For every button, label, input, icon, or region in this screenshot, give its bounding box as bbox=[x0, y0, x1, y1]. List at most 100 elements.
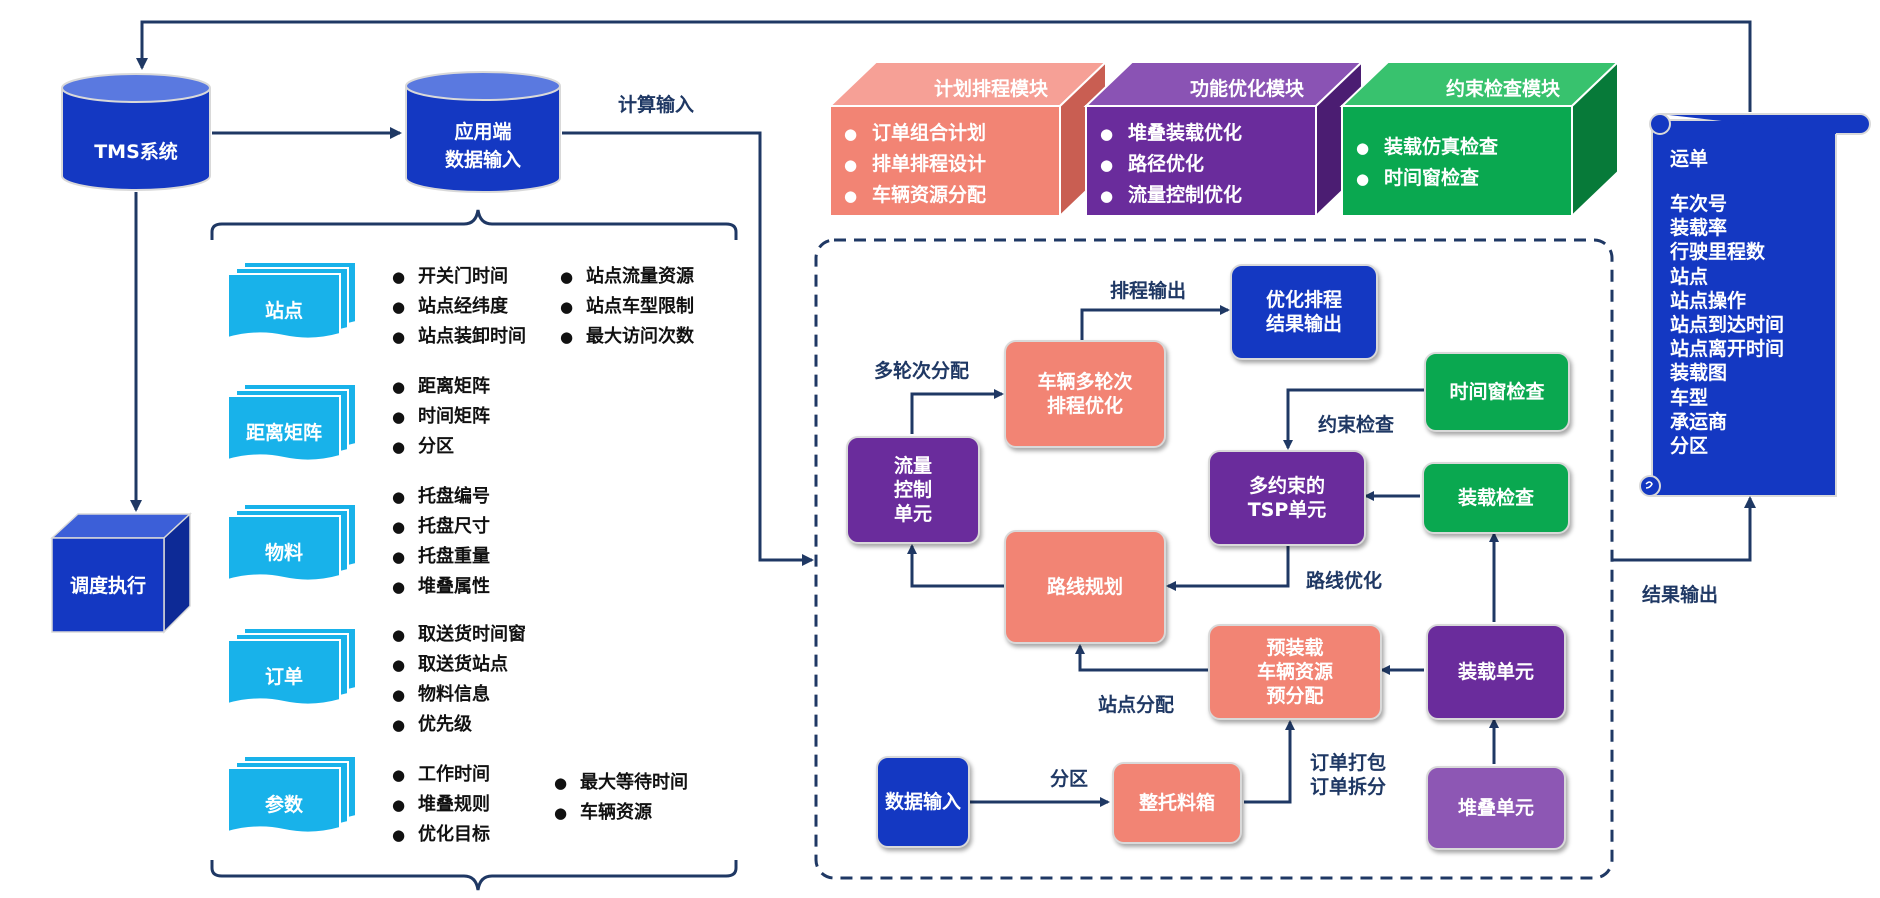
list-item: 车次号 bbox=[1670, 193, 1728, 215]
node-load-unit: 装载单元 bbox=[1426, 624, 1566, 720]
list-item: 物料信息 bbox=[392, 680, 526, 710]
doc-stack-distance bbox=[227, 383, 357, 462]
module-list-opt: 堆叠装载优化 路径优化 流量控制优化 bbox=[1100, 118, 1242, 211]
edge-label-order-split: 订单拆分 bbox=[1310, 776, 1387, 798]
edge-preload-to-route bbox=[1075, 644, 1208, 672]
list-item: 承运商 bbox=[1670, 410, 1728, 433]
edge-label-zone: 分区 bbox=[1050, 768, 1089, 790]
node-opt-result-l1: 优化排程 bbox=[1265, 289, 1342, 311]
doc-label-sites: 站点 bbox=[264, 300, 303, 322]
node-opt-result: 优化排程 结果输出 bbox=[1230, 264, 1378, 360]
edge-label-multi-round-assign: 多轮次分配 bbox=[874, 360, 970, 382]
edge-tsp-to-route bbox=[1166, 546, 1290, 591]
list-item: 装载率 bbox=[1670, 217, 1728, 240]
node-opt-result-l2: 结果输出 bbox=[1265, 313, 1342, 335]
app-input-label: 应用端 数据输入 bbox=[406, 118, 560, 174]
node-preload-l1: 预装载 bbox=[1266, 637, 1324, 659]
calc-input-label: 计算输入 bbox=[618, 94, 695, 116]
list-item: 最大等待时间 bbox=[554, 768, 688, 798]
sites-list-a: 开关门时间 站点经纬度 站点装卸时间 bbox=[392, 262, 526, 352]
params-list-a: 工作时间 堆叠规则 优化目标 bbox=[392, 760, 490, 850]
node-stack-unit: 堆叠单元 bbox=[1426, 766, 1566, 850]
module-title-plan: 计划排程模块 bbox=[933, 78, 1048, 100]
node-data-input: 数据输入 bbox=[876, 756, 970, 848]
list-item: 装载图 bbox=[1670, 362, 1728, 385]
calc-input-edge bbox=[562, 131, 814, 566]
module-list-check: 装载仿真检查 时间窗检查 bbox=[1356, 132, 1498, 194]
node-flow-control-l3: 单元 bbox=[893, 503, 932, 525]
node-multi-constraint: 多约束的 TSP单元 bbox=[1208, 450, 1366, 546]
list-item: 站点操作 bbox=[1670, 289, 1747, 312]
list-item: 订单组合计划 bbox=[844, 118, 986, 149]
list-item: 优化目标 bbox=[392, 820, 490, 850]
list-item: 行驶里程数 bbox=[1670, 241, 1766, 264]
orders-list: 取送货时间窗 取送货站点 物料信息 优先级 bbox=[392, 620, 526, 740]
list-item: 路径优化 bbox=[1100, 149, 1242, 180]
list-item: 堆叠规则 bbox=[392, 790, 490, 820]
module-list-plan: 订单组合计划 排单排程设计 车辆资源分配 bbox=[844, 118, 986, 211]
doc-stack-material bbox=[227, 503, 357, 582]
node-preload: 预装载 车辆资源 预分配 bbox=[1208, 624, 1382, 720]
edge-label-schedule-output: 排程输出 bbox=[1110, 280, 1187, 302]
list-item: 站点到达时间 bbox=[1670, 314, 1785, 337]
node-multi-round: 车辆多轮次 排程优化 bbox=[1004, 340, 1166, 448]
list-item: 装载仿真检查 bbox=[1356, 132, 1498, 163]
result-output-label: 结果输出 bbox=[1642, 584, 1719, 606]
node-multi-round-l1: 车辆多轮次 bbox=[1037, 371, 1133, 393]
node-load-check: 装载检查 bbox=[1422, 462, 1570, 534]
tms-label: TMS系统 bbox=[94, 141, 178, 163]
list-item: 分区 bbox=[392, 432, 490, 462]
list-item: 开关门时间 bbox=[392, 262, 526, 292]
node-preload-l3: 预分配 bbox=[1266, 685, 1324, 707]
params-list-b: 最大等待时间 车辆资源 bbox=[554, 768, 688, 828]
node-multi-constraint-l2: TSP单元 bbox=[1247, 499, 1327, 521]
node-multi-constraint-l1: 多约束的 bbox=[1248, 475, 1325, 497]
edge-pallet-to-preload bbox=[1244, 720, 1295, 804]
list-item: 车辆资源分配 bbox=[844, 180, 986, 211]
list-item: 堆叠装载优化 bbox=[1100, 118, 1242, 149]
list-item: 托盘重量 bbox=[392, 542, 490, 572]
edge-flow-to-multiround bbox=[910, 389, 1004, 434]
doc-label-distance: 距离矩阵 bbox=[245, 422, 322, 444]
node-pallet-box: 整托料箱 bbox=[1112, 762, 1242, 844]
list-item: 分区 bbox=[1670, 435, 1709, 458]
module-title-opt: 功能优化模块 bbox=[1189, 78, 1304, 100]
result-output-edge bbox=[1612, 496, 1756, 562]
distance-list: 距离矩阵 时间矩阵 分区 bbox=[392, 372, 490, 462]
waybill-scroll bbox=[1639, 113, 1871, 497]
app-input-line1: 应用端 bbox=[454, 121, 512, 143]
list-item: 站点离开时间 bbox=[1670, 338, 1785, 361]
app-input-cylinder bbox=[405, 71, 561, 193]
node-time-window-check: 时间窗检查 bbox=[1424, 352, 1570, 432]
doc-label-params: 参数 bbox=[264, 794, 303, 816]
list-item: 排单排程设计 bbox=[844, 149, 986, 180]
doc-stack-sites bbox=[227, 261, 357, 340]
list-item: 站点 bbox=[1670, 265, 1709, 288]
list-item: 时间矩阵 bbox=[392, 402, 490, 432]
list-item: 取送货时间窗 bbox=[392, 620, 526, 650]
list-item: 托盘尺寸 bbox=[392, 512, 490, 542]
bottom-brace bbox=[210, 860, 738, 891]
doc-label-orders: 订单 bbox=[264, 666, 303, 688]
list-item: 流量控制优化 bbox=[1100, 180, 1242, 211]
material-list: 托盘编号 托盘尺寸 托盘重量 堆叠属性 bbox=[392, 482, 490, 602]
doc-label-material: 物料 bbox=[264, 542, 303, 564]
edge-label-constraint-check: 约束检查 bbox=[1318, 414, 1395, 436]
list-item: 取送货站点 bbox=[392, 650, 526, 680]
edge-label-site-assign: 站点分配 bbox=[1098, 694, 1175, 716]
list-item: 站点流量资源 bbox=[560, 262, 694, 292]
top-brace bbox=[210, 209, 738, 240]
list-item: 优先级 bbox=[392, 710, 526, 740]
list-item: 站点车型限制 bbox=[560, 292, 694, 322]
edge-timewin-to-tsp bbox=[1283, 388, 1424, 450]
feedback-edge bbox=[136, 20, 1752, 112]
node-flow-control: 流量 控制 单元 bbox=[846, 436, 980, 544]
node-multi-round-l2: 排程优化 bbox=[1046, 395, 1123, 417]
waybill-title: 运单 bbox=[1670, 148, 1709, 170]
list-item: 工作时间 bbox=[392, 760, 490, 790]
tms-cylinder bbox=[61, 73, 211, 191]
node-flow-control-l2: 控制 bbox=[893, 479, 932, 501]
waybill-fields: 车次号 装载率 行驶里程数 站点 站点操作 站点到达时间 站点离开时间 装载图 … bbox=[1670, 192, 1784, 458]
module-title-check: 约束检查模块 bbox=[1445, 78, 1560, 100]
list-item: 最大访问次数 bbox=[560, 322, 694, 352]
